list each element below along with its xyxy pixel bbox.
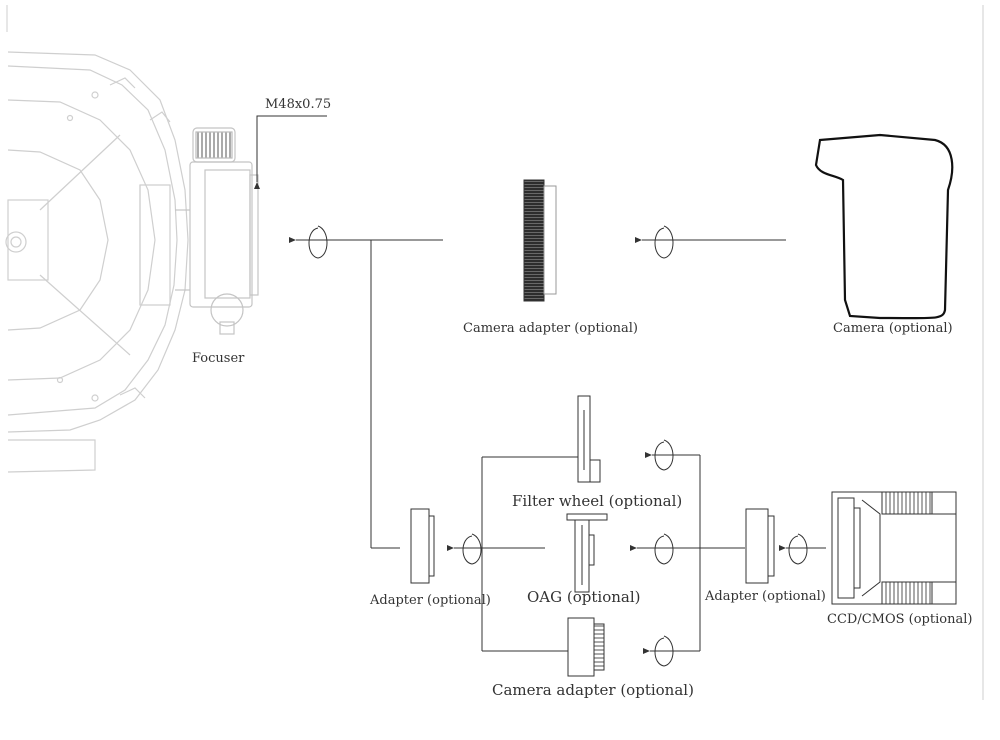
focuser-drawing xyxy=(175,127,259,335)
ccd-cmos-label: CCD/CMOS (optional) xyxy=(827,612,973,627)
focuser-label: Focuser xyxy=(192,351,245,366)
camera-label: Camera (optional) xyxy=(833,321,953,336)
camera-adapter-bottom-drawing xyxy=(567,617,605,677)
rotation-icon xyxy=(654,225,674,259)
thread-label: M48x0.75 xyxy=(265,97,332,112)
adapter-right-label: Adapter (optional) xyxy=(705,589,826,604)
oag-drawing xyxy=(566,513,608,593)
rotation-icon xyxy=(788,533,808,565)
oag-label: OAG (optional) xyxy=(527,588,641,606)
camera-adapter-top-drawing xyxy=(523,179,557,302)
thread-leader-line xyxy=(254,115,327,189)
filter-wheel-label: Filter wheel (optional) xyxy=(512,492,683,510)
rotation-icon xyxy=(308,225,328,259)
adapter-left-drawing xyxy=(410,508,435,584)
filter-wheel-drawing xyxy=(577,395,601,483)
ccd-cmos-drawing xyxy=(831,491,957,605)
camera-adapter-top-label: Camera adapter (optional) xyxy=(463,321,639,336)
rotation-icon xyxy=(654,533,674,565)
top-connectors xyxy=(289,237,786,549)
rotation-icon xyxy=(462,533,482,565)
bottom-connectors xyxy=(447,452,826,654)
telescope-body xyxy=(5,51,189,473)
adapter-right-drawing xyxy=(745,508,775,584)
camera-adapter-bottom-label: Camera adapter (optional) xyxy=(492,681,694,699)
rotation-icon xyxy=(654,439,674,471)
camera-body-icon xyxy=(814,133,954,320)
adapter-left-label: Adapter (optional) xyxy=(370,593,491,608)
rotation-icon xyxy=(654,635,674,667)
